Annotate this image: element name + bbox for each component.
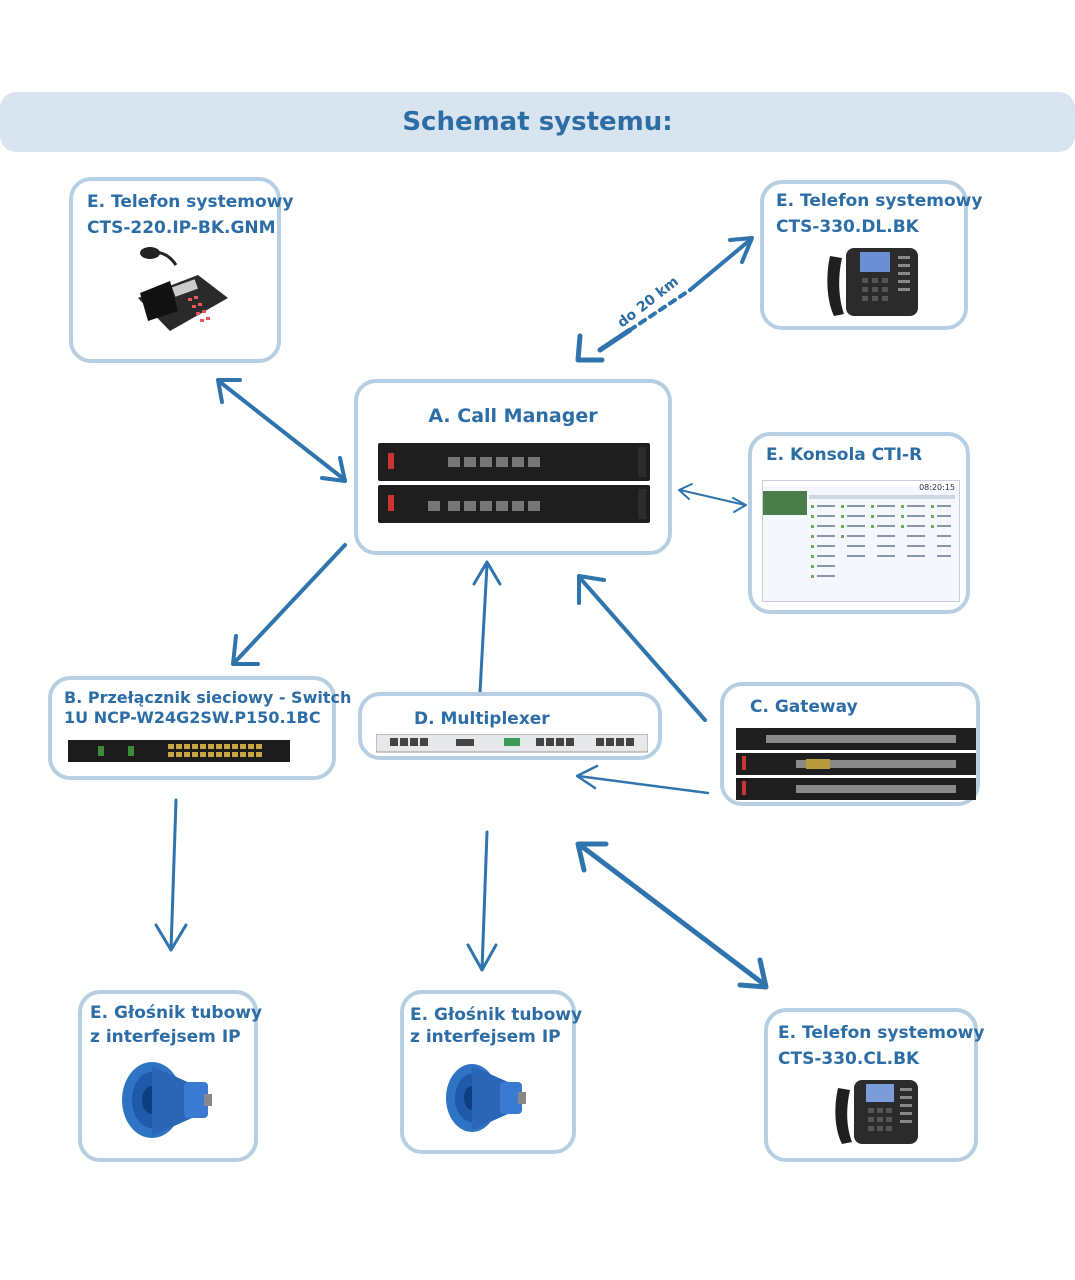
node-phone-tl-line1: E. Telefon systemowy <box>87 192 294 212</box>
arrow-multiplexer-callmanager <box>472 560 502 694</box>
network-switch-icon <box>68 740 290 762</box>
node-phone-tr-line1: E. Telefon systemowy <box>776 191 983 211</box>
node-speaker-left: E. Głośnik tubowy z interfejsem IP <box>78 990 262 1162</box>
arrow-phone-tr-callmanager <box>575 236 754 363</box>
node-console-label: E. Konsola CTI-R <box>766 445 923 465</box>
gateway-rack-icon <box>736 728 976 800</box>
node-gateway-label: C. Gateway <box>750 697 858 717</box>
node-call-manager: A. Call Manager <box>354 379 672 555</box>
node-switch: B. Przełącznik sieciowy - Switch 1U NCP-… <box>48 676 351 780</box>
arrow-switch-speaker-left <box>154 798 188 952</box>
node-phone-tl: E. Telefon systemowy CTS-220.IP-BK.GNM <box>69 177 293 363</box>
node-phone-br-line1: E. Telefon systemowy <box>778 1023 985 1043</box>
node-speaker-mid: E. Głośnik tubowy z interfejsem IP <box>400 990 582 1154</box>
arrow-gateway-callmanager <box>577 574 707 722</box>
node-phone-tl-line2: CTS-220.IP-BK.GNM <box>87 218 276 238</box>
desk-phone-icon <box>827 248 918 316</box>
desk-phone-gooseneck-icon <box>138 247 228 331</box>
horn-speaker-icon <box>446 1064 526 1132</box>
console-screen: 08:20:15 <box>762 480 960 602</box>
node-gateway: C. Gateway <box>720 682 980 806</box>
node-speaker-left-line1: E. Głośnik tubowy <box>90 1003 263 1023</box>
node-speaker-left-line2: z interfejsem IP <box>90 1027 241 1047</box>
arrow-callmanager-switch <box>231 543 347 666</box>
node-multiplexer: D. Multiplexer <box>358 692 662 760</box>
node-phone-br-line2: CTS-330.CL.BK <box>778 1049 920 1069</box>
server-rack-icon <box>378 443 650 523</box>
node-switch-line2: 1U NCP-W24G2SW.P150.1BC <box>64 708 321 727</box>
node-switch-line1: B. Przełącznik sieciowy - Switch <box>64 688 352 707</box>
horn-speaker-icon <box>122 1062 212 1138</box>
node-console: E. Konsola CTI-R 08:20:15 <box>748 432 970 614</box>
node-phone-tr: E. Telefon systemowy CTS-330.DL.BK <box>760 180 982 330</box>
multiplexer-device-icon <box>376 734 648 753</box>
desk-phone-icon <box>835 1080 918 1144</box>
arrow-multiplexer-phone-br <box>575 841 769 990</box>
node-multiplexer-label: D. Multiplexer <box>414 709 550 729</box>
arrow-multiplexer-speaker-mid <box>466 830 498 972</box>
node-phone-tr-line2: CTS-330.DL.BK <box>776 217 919 237</box>
title-bar: Schemat systemu: <box>0 92 1075 152</box>
node-phone-br: E. Telefon systemowy CTS-330.CL.BK <box>764 1008 984 1162</box>
arrow-callmanager-console <box>678 483 747 513</box>
diagram-title: Schemat systemu: <box>402 107 673 137</box>
console-time: 08:20:15 <box>919 483 955 492</box>
node-speaker-mid-line1: E. Głośnik tubowy <box>410 1005 583 1025</box>
node-call-manager-label: A. Call Manager <box>428 405 598 427</box>
arrow-gateway-multiplexer <box>575 764 710 795</box>
node-speaker-mid-line2: z interfejsem IP <box>410 1027 561 1047</box>
arrow-phone-tl-callmanager <box>216 378 347 483</box>
